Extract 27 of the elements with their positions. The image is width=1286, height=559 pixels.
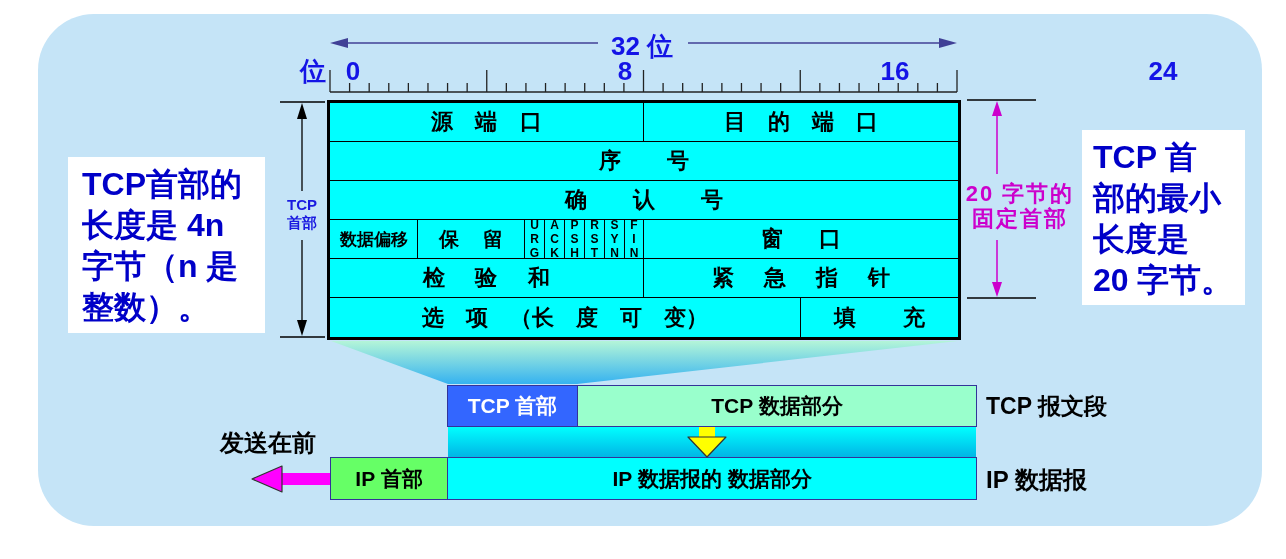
flag-field: ACK — [545, 220, 565, 259]
data-block: TCP 数据部分 — [577, 385, 977, 427]
dimension-label: TCP 首部 — [286, 196, 318, 232]
header-block: TCP 首部 — [447, 385, 578, 427]
dimension-label: 20 字节的固定首部 — [964, 181, 1076, 231]
direction-label: 发送在前 — [220, 428, 316, 457]
header-field: 源 端 口 — [330, 103, 644, 142]
arrow — [687, 427, 727, 458]
row-label: TCP 报文段 — [986, 392, 1107, 420]
note-card: TCP首部的长度是 4n 字节（n 是整数）。 — [68, 157, 265, 333]
header-field: 保 留 — [418, 220, 525, 259]
flag-field: SYN — [605, 220, 625, 259]
row-label: IP 数据报 — [986, 465, 1087, 494]
arrow — [251, 465, 330, 493]
bit-number: 16 — [879, 56, 911, 87]
header-field: 检 验 和 — [330, 259, 644, 298]
flag-field: RST — [585, 220, 605, 259]
data-block: IP 数据报的 数据部分 — [447, 457, 977, 500]
unit-label: 位 — [299, 56, 327, 87]
header-block: IP 首部 — [330, 457, 448, 500]
header-field: 数据偏移 — [330, 220, 418, 259]
flag-field: FIN — [625, 220, 644, 259]
bit-number: 0 — [344, 56, 362, 87]
bit-number: 24 — [1147, 56, 1179, 87]
note-card: TCP 首部的最小长度是 20 字节。 — [1082, 130, 1245, 305]
flag-field: URG — [525, 220, 545, 259]
flag-field: PSH — [565, 220, 585, 259]
